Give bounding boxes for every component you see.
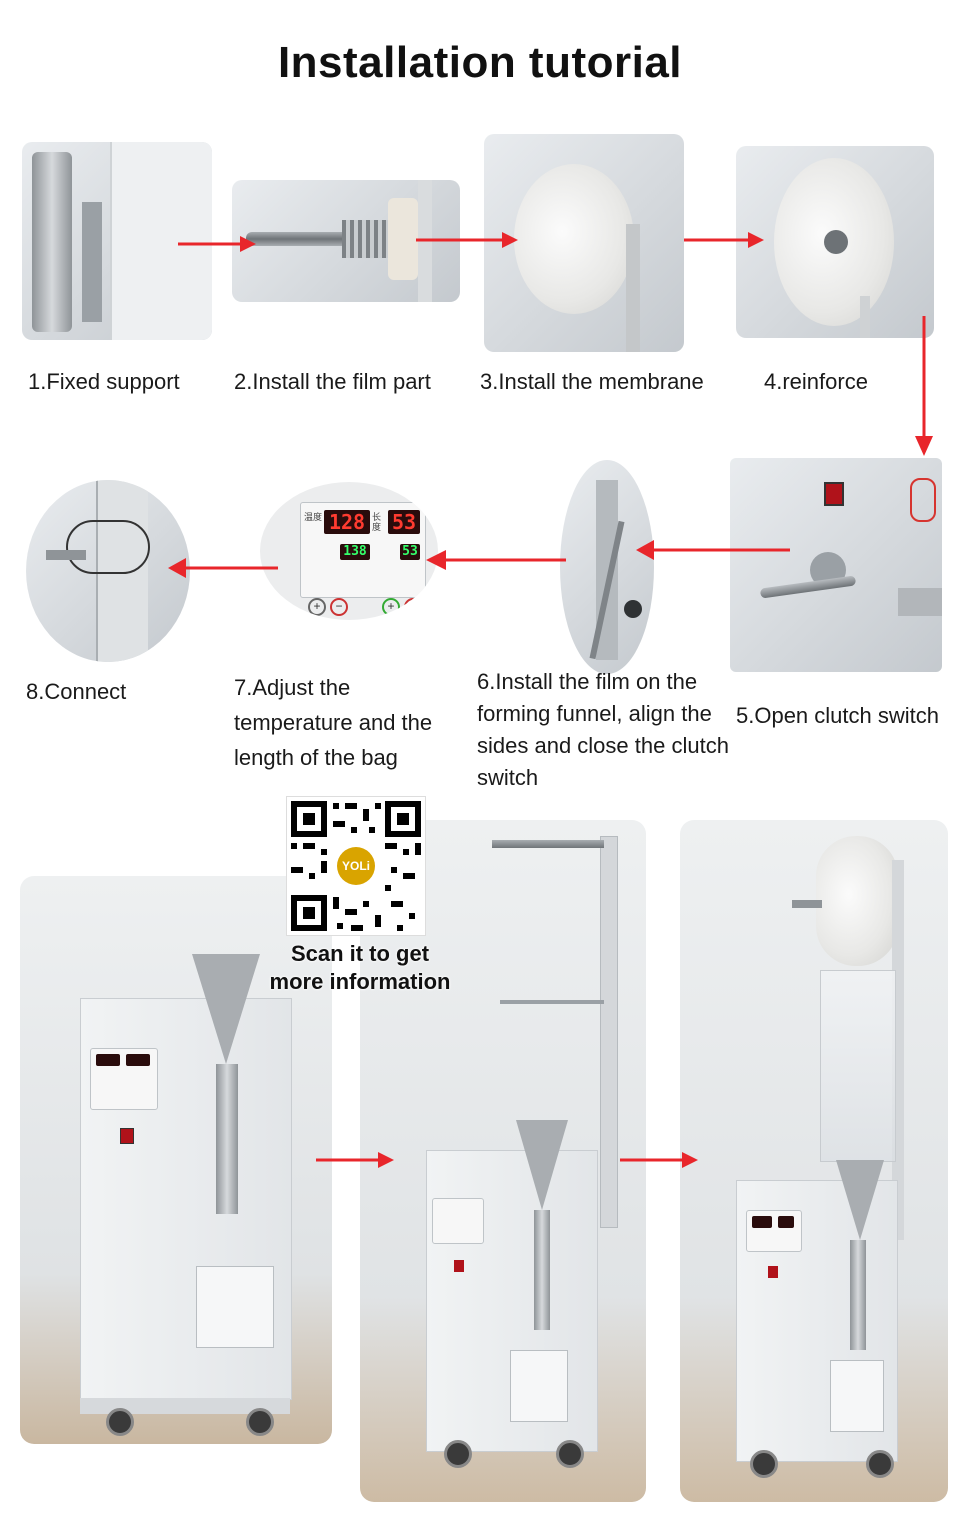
- arrow-left-icon: [168, 556, 278, 580]
- arrow-right-icon: [316, 1150, 396, 1170]
- qr-logo-text: YOLi: [341, 859, 370, 873]
- arrow-right-icon: [684, 230, 766, 250]
- step-3-photo: [484, 134, 684, 352]
- machine-photo-2: [360, 820, 646, 1502]
- step-2-label: 2.Install the film part: [234, 369, 431, 394]
- arrow-down-icon: [912, 316, 936, 460]
- arrow-right-icon: [178, 234, 258, 254]
- arrow-right-icon: [620, 1150, 700, 1170]
- machine-photo-3: [680, 820, 948, 1502]
- step-4-label: 4.reinforce: [764, 369, 868, 394]
- page-title: Installation tutorial: [277, 38, 683, 87]
- qr-code[interactable]: YOLi: [286, 796, 426, 936]
- arrow-left-icon: [636, 538, 790, 562]
- step-3-label: 3.Install the membrane: [480, 369, 704, 394]
- step-4-photo: [736, 146, 934, 338]
- length-label: 长度: [372, 512, 382, 532]
- arrow-right-icon: [416, 230, 520, 250]
- step-1-photo: [22, 142, 212, 340]
- step-8-label: 8.Connect: [26, 679, 127, 704]
- machine-photo-1: [20, 876, 332, 1444]
- length-minus-button[interactable]: −: [404, 598, 422, 616]
- qr-code-icon: [291, 801, 421, 931]
- step-7-photo: 128 53 温度 长度 138 53 + − + −: [260, 482, 438, 620]
- length-display: 53: [388, 510, 420, 534]
- qr-caption-line2: more information: [269, 969, 451, 994]
- length-actual-display: 53: [400, 544, 420, 560]
- temp-minus-button[interactable]: −: [330, 598, 348, 616]
- step-1-label: 1.Fixed support: [28, 369, 180, 394]
- temp-label: 温度: [304, 512, 323, 522]
- step-6-photo: [560, 460, 654, 674]
- temp-display: 128: [324, 510, 370, 534]
- arrow-left-icon: [426, 548, 566, 572]
- step-7-label: 7.Adjust the temperature and the length …: [234, 675, 433, 770]
- step-8-photo: [26, 480, 190, 662]
- step-6-label: 6.Install the film on the forming funnel…: [477, 669, 729, 790]
- step-5-photo: [730, 458, 942, 672]
- temp-actual-display: 138: [340, 544, 370, 560]
- step-5-label: 5.Open clutch switch: [736, 703, 939, 728]
- qr-caption-line1: Scan it to get: [290, 941, 430, 966]
- length-plus-button[interactable]: +: [382, 598, 400, 616]
- temp-plus-button[interactable]: +: [308, 598, 326, 616]
